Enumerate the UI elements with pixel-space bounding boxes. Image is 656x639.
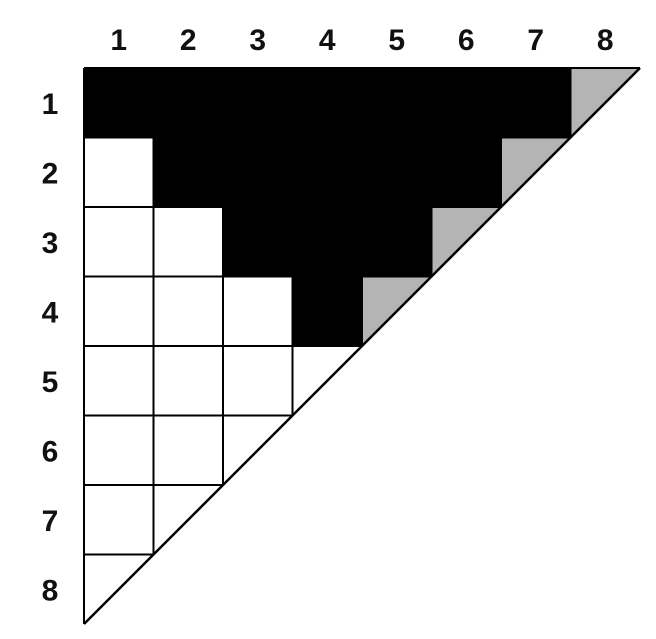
cells-layer (84, 68, 640, 624)
column-label: 2 (180, 24, 197, 57)
matrix-cell (153, 346, 223, 416)
matrix-cell (501, 68, 571, 138)
matrix-cell (223, 276, 293, 346)
matrix-cell (223, 207, 293, 277)
grid-lines-layer (83, 67, 641, 625)
row-labels: 1 2 3 4 5 6 7 8 (42, 88, 59, 608)
column-label: 3 (249, 24, 266, 57)
column-labels: 1 2 3 4 5 6 7 8 (110, 24, 613, 57)
matrix-cell (84, 137, 154, 207)
matrix-cell (223, 68, 293, 138)
column-label: 1 (110, 24, 127, 57)
matrix-cell (153, 137, 223, 207)
matrix-cell (84, 68, 154, 138)
column-label: 8 (597, 24, 614, 57)
diagonal-line (83, 67, 641, 625)
matrix-cell (292, 276, 362, 346)
row-label: 6 (42, 435, 59, 468)
row-label: 8 (42, 574, 59, 607)
column-label: 4 (319, 24, 336, 57)
matrix-cell (292, 137, 362, 207)
column-label: 6 (458, 24, 475, 57)
matrix-cell (84, 346, 154, 416)
row-label: 2 (42, 157, 59, 190)
matrix-cell (153, 415, 223, 485)
matrix-cell (84, 207, 154, 277)
column-label: 7 (527, 24, 544, 57)
matrix-cell (292, 207, 362, 277)
matrix-cell (431, 68, 501, 138)
matrix-cell (223, 346, 293, 416)
row-label: 3 (42, 227, 59, 260)
matrix-cell (84, 415, 154, 485)
column-label: 5 (388, 24, 405, 57)
matrix-cell (431, 137, 501, 207)
matrix-cell (362, 207, 432, 277)
matrix-cell (84, 276, 154, 346)
row-label: 4 (42, 296, 59, 329)
row-label: 1 (42, 88, 59, 121)
matrix-cell (153, 207, 223, 277)
matrix-cell (292, 68, 362, 138)
row-label: 7 (42, 505, 59, 538)
matrix-cell (153, 68, 223, 138)
matrix-cell (153, 276, 223, 346)
row-label: 5 (42, 366, 59, 399)
matrix-cell (223, 137, 293, 207)
matrix-cell (362, 68, 432, 138)
matrix-cell (362, 137, 432, 207)
matrix-cell (84, 485, 154, 555)
